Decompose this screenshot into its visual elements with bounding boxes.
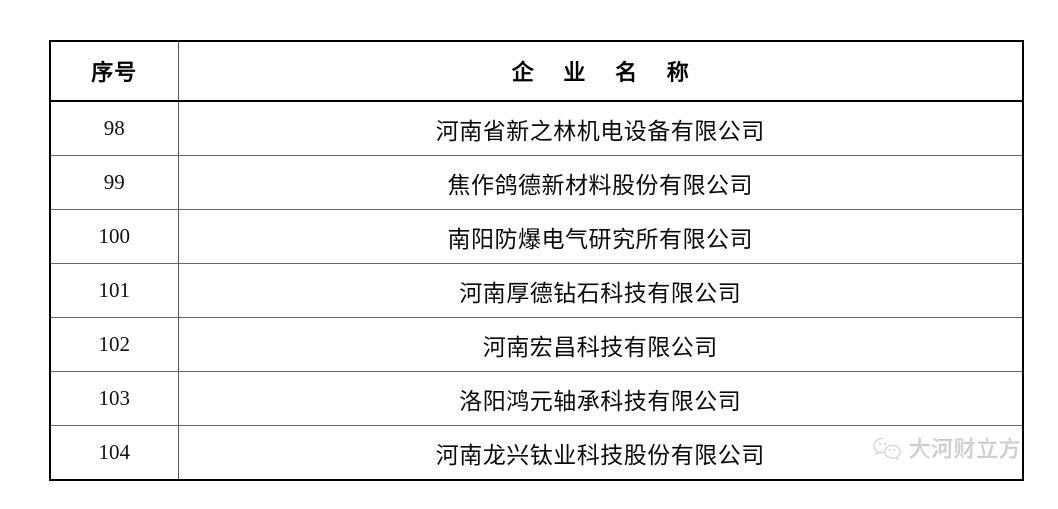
cell-enterprise-name: 河南厚德钻石科技有限公司 [177, 263, 1024, 318]
cell-enterprise-name: 焦作鸽德新材料股份有限公司 [177, 155, 1024, 210]
cell-index: 100 [49, 209, 179, 264]
cell-enterprise-name: 洛阳鸿元轴承科技有限公司 [177, 371, 1024, 426]
table-row: 103 洛阳鸿元轴承科技有限公司 [49, 371, 1024, 426]
cell-index: 98 [49, 100, 179, 156]
cell-index: 101 [49, 263, 179, 318]
enterprise-listing-table-container: 序号 企 业 名 称 98 河南省新之林机电设备有限公司 99 焦作鸽德新材料股… [49, 40, 1024, 481]
column-header-enterprise-name: 企 业 名 称 [177, 41, 1024, 102]
table-row: 99 焦作鸽德新材料股份有限公司 [49, 155, 1024, 210]
cell-enterprise-name: 河南宏昌科技有限公司 [177, 317, 1024, 372]
cell-enterprise-name: 南阳防爆电气研究所有限公司 [177, 209, 1024, 264]
table-header-row: 序号 企 业 名 称 [49, 41, 1024, 102]
table-row: 102 河南宏昌科技有限公司 [49, 317, 1024, 372]
table-row: 98 河南省新之林机电设备有限公司 [49, 100, 1024, 156]
table-row: 104 河南龙兴钛业科技股份有限公司 [49, 425, 1024, 480]
cell-index: 99 [49, 155, 179, 210]
cell-enterprise-name: 河南省新之林机电设备有限公司 [177, 100, 1024, 156]
enterprise-listing-table: 序号 企 业 名 称 98 河南省新之林机电设备有限公司 99 焦作鸽德新材料股… [49, 40, 1024, 481]
cell-index: 103 [49, 371, 179, 426]
cell-index: 102 [49, 317, 179, 372]
table-row: 101 河南厚德钻石科技有限公司 [49, 263, 1024, 318]
table-body: 98 河南省新之林机电设备有限公司 99 焦作鸽德新材料股份有限公司 100 南… [49, 100, 1024, 480]
table-row: 100 南阳防爆电气研究所有限公司 [49, 209, 1024, 264]
cell-enterprise-name: 河南龙兴钛业科技股份有限公司 [177, 425, 1024, 480]
column-header-index: 序号 [49, 41, 179, 102]
cell-index: 104 [49, 425, 179, 480]
table-header: 序号 企 业 名 称 [49, 41, 1024, 102]
